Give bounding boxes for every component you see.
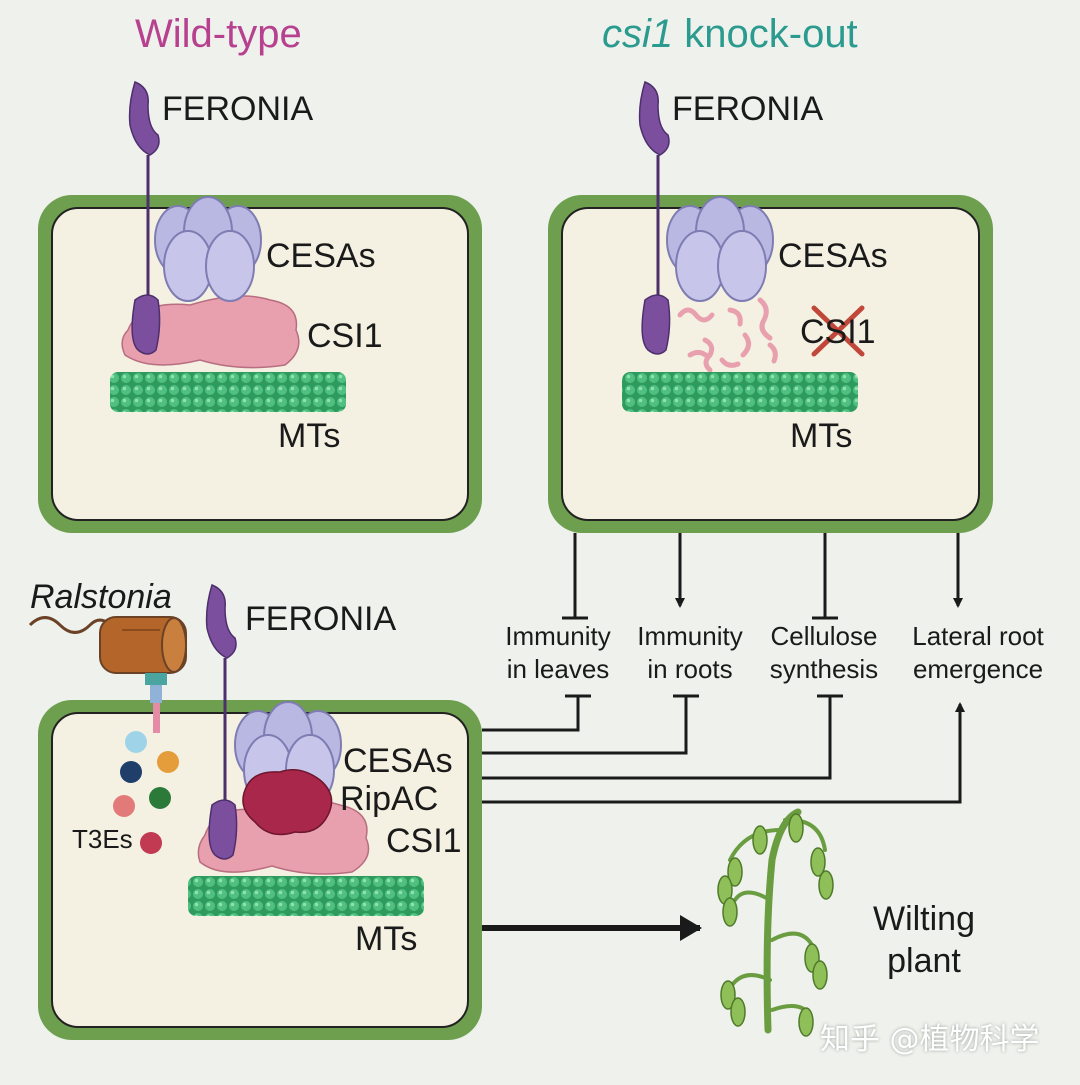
knockout-title: csi1 knock-out	[602, 12, 858, 57]
outcome-line2: in leaves	[506, 654, 610, 684]
outcome-line2: emergence	[912, 654, 1044, 684]
inf-feronia-label: FERONIA	[245, 600, 397, 638]
ko-csi1-label: CSI1	[800, 313, 876, 351]
ko-mts-label: MTs	[790, 417, 853, 455]
inf-mts-label: MTs	[355, 920, 418, 958]
ko-microtubule	[622, 372, 858, 412]
outcome-line2: synthesis	[769, 654, 879, 684]
outcome-line1: Lateral root	[912, 621, 1044, 651]
infected-connectors	[482, 694, 965, 804]
knockout-gene-name: csi1	[602, 12, 674, 56]
wt-feronia-label: FERONIA	[162, 90, 314, 128]
knockout-title-rest: knock-out	[673, 12, 858, 56]
outcome-immunity-leaves: Immunity in leaves	[494, 620, 622, 686]
wt-csi1-protein	[121, 295, 300, 369]
outcome-line2: in roots	[647, 654, 733, 684]
outcome-cellulose-synthesis: Cellulose synthesis	[758, 620, 890, 686]
outcome-line1: Cellulose	[770, 621, 878, 651]
outcome-line1: Immunity	[637, 621, 743, 651]
t3ss-needle	[145, 673, 167, 733]
ko-cesas-label: CESAs	[778, 237, 888, 275]
ripac-label: RipAC	[340, 780, 439, 818]
wild-type-title: Wild-type	[135, 12, 302, 56]
wilting-line1: Wilting	[872, 900, 976, 938]
wt-mts-label: MTs	[278, 417, 341, 455]
outcome-line1: Immunity	[505, 621, 611, 651]
ko-feronia-label: FERONIA	[672, 90, 824, 128]
t3es-label: T3Es	[72, 824, 133, 854]
ripac-effector	[242, 769, 333, 836]
ko-csi1-fragments	[677, 297, 778, 373]
wilting-plant-illustration	[717, 808, 834, 1037]
t3es-effectors	[113, 731, 179, 854]
wilting-plant-label: Wilting plant	[862, 898, 986, 982]
inf-feronia-receptor	[205, 583, 238, 860]
outcome-lateral-root-emergence: Lateral root emergence	[898, 620, 1058, 686]
wt-csi1-label: CSI1	[307, 317, 383, 355]
ko-feronia-receptor	[638, 80, 671, 355]
ralstonia-label: Ralstonia	[30, 578, 172, 616]
wt-cesa-complex	[154, 196, 262, 302]
watermark: 知乎 @植物科学	[820, 1022, 1040, 1057]
ralstonia-bacterium	[28, 616, 187, 674]
inf-microtubule	[188, 876, 424, 916]
ko-cesa-complex	[666, 196, 774, 302]
ko-connectors	[562, 533, 963, 620]
wt-cesas-label: CESAs	[266, 237, 376, 275]
outcome-immunity-roots: Immunity in roots	[626, 620, 754, 686]
wt-feronia-receptor	[128, 80, 161, 355]
wt-microtubule	[110, 372, 346, 412]
wilting-line2: plant	[887, 942, 961, 980]
ko-csi1-cross-icon	[811, 305, 865, 357]
inf-csi1-label: CSI1	[386, 822, 462, 860]
inf-cesas-label: CESAs	[343, 742, 453, 780]
